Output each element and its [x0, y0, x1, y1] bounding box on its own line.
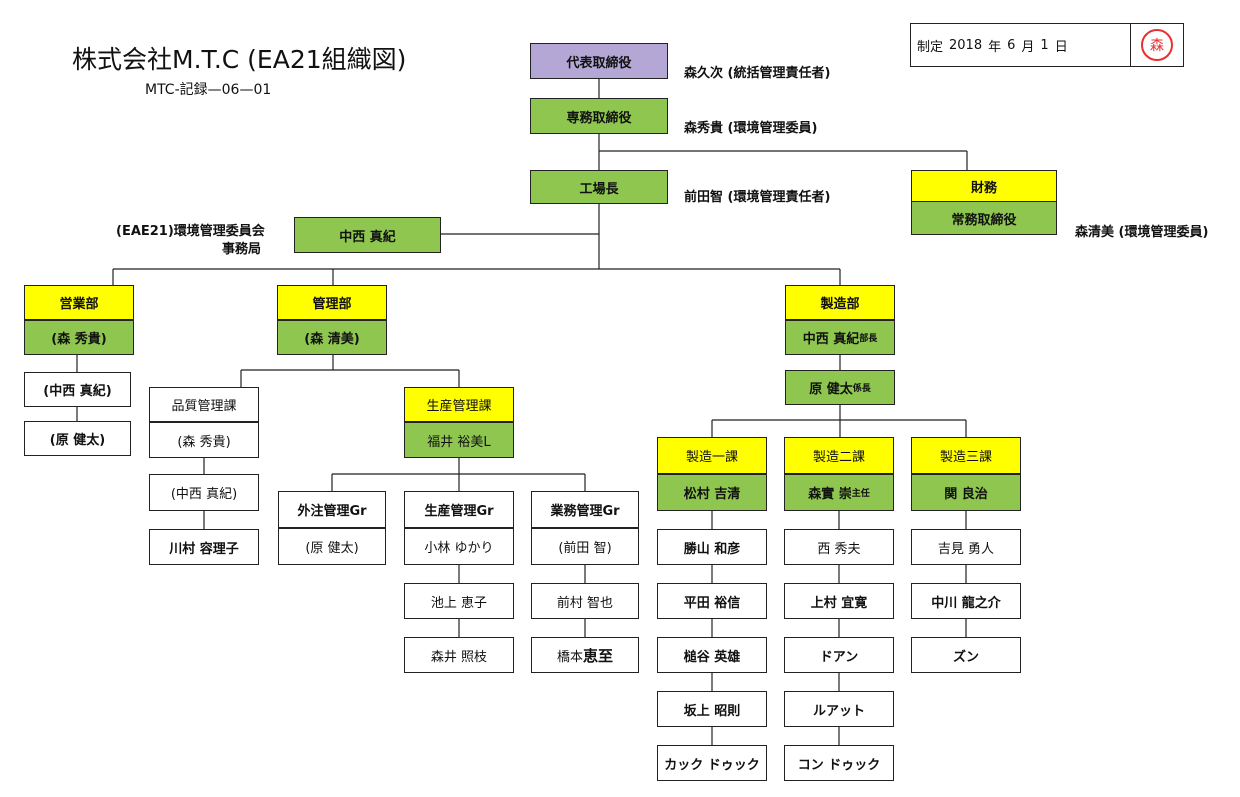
section2-box: 製造二課 — [784, 437, 894, 474]
enactment-month: 6 — [1007, 37, 1016, 53]
manufacturing-dept-box: 製造部 — [785, 285, 895, 320]
production-control-section-box: 生産管理課 — [404, 387, 514, 422]
enactment-stamp: 制定 2018 年 6 月 1 日 森 — [910, 23, 1184, 67]
section1-member-box: 勝山 和彦 — [657, 529, 767, 565]
quality-member-box: (森 秀貴) — [149, 422, 259, 458]
plant-manager-box: 工場長 — [530, 170, 668, 204]
section2-member-box: ルアット — [784, 691, 894, 727]
section2-member-box: 西 秀夫 — [784, 529, 894, 565]
production-group-member-box: 森井 照枝 — [404, 637, 514, 673]
member-given-name: 恵至 — [583, 646, 614, 665]
enactment-year: 2018 — [949, 37, 983, 53]
month-unit: 月 — [1021, 39, 1035, 55]
year-unit: 年 — [988, 39, 1002, 55]
secretariat-note-line1: (EAE21)環境管理委員会 — [116, 224, 265, 239]
secretariat-box: 中西 真紀 — [294, 217, 441, 253]
production-control-head-box: 福井 裕美L — [404, 422, 514, 458]
manufacturing-subhead-name: 原 健太 — [809, 382, 853, 397]
manufacturing-head-title: 部長 — [859, 334, 878, 344]
quality-member-box: (中西 真紀) — [149, 474, 259, 511]
operations-group-member-box: 前村 智也 — [531, 583, 639, 619]
section2-head-name: 森實 崇 — [808, 487, 852, 502]
quality-section-box: 品質管理課 — [149, 387, 259, 422]
enactment-label: 制定 — [917, 39, 944, 55]
sales-head-box: (森 秀貴) — [24, 320, 134, 355]
management-dept-box: 管理部 — [277, 285, 387, 320]
section2-head-box: 森實 崇主任 — [784, 474, 894, 511]
section3-member-box: ズン — [911, 637, 1021, 673]
operations-group-box: 業務管理Gr — [531, 491, 639, 528]
seal-cell: 森 — [1130, 24, 1183, 66]
outsourcing-group-box: 外注管理Gr — [278, 491, 386, 528]
section3-head-box: 関 良治 — [911, 474, 1021, 511]
section3-member-box: 中川 龍之介 — [911, 583, 1021, 619]
production-group-member-box: 小林 ゆかり — [404, 528, 514, 565]
section1-head-box: 松村 吉清 — [657, 474, 767, 511]
section2-member-box: ドアン — [784, 637, 894, 673]
quality-member-box: 川村 容理子 — [149, 529, 259, 565]
section3-member-box: 吉見 勇人 — [911, 529, 1021, 565]
managing-director-box: 専務取締役 — [530, 98, 668, 134]
president-note: 森久次 (統括管理責任者) — [684, 66, 831, 81]
sales-dept-box: 営業部 — [24, 285, 134, 320]
section1-member-box: 坂上 昭則 — [657, 691, 767, 727]
manufacturing-head-name: 中西 真紀 — [802, 332, 860, 347]
section1-member-box: 槌谷 英雄 — [657, 637, 767, 673]
operations-group-member-box: (前田 智) — [531, 528, 639, 565]
manufacturing-subhead-box: 原 健太係長 — [785, 370, 895, 405]
enactment-day: 1 — [1040, 37, 1049, 53]
section3-box: 製造三課 — [911, 437, 1021, 474]
sales-member-box: (中西 真紀) — [24, 372, 131, 407]
manufacturing-head-box: 中西 真紀部長 — [785, 320, 895, 355]
operations-group-member-box: 橋本 恵至 — [531, 637, 639, 673]
manufacturing-subhead-title: 係長 — [852, 384, 871, 394]
section2-head-title: 主任 — [851, 489, 870, 499]
secretariat-note-line2: 事務局 — [222, 242, 262, 257]
document-number: MTC-記録—06—01 — [145, 82, 272, 98]
section1-member-box: カック ドゥック — [657, 745, 767, 781]
finance-role-box: 常務取締役 — [911, 201, 1057, 235]
management-head-box: (森 清美) — [277, 320, 387, 355]
section2-member-box: 上村 宜寛 — [784, 583, 894, 619]
seal-icon: 森 — [1141, 29, 1173, 61]
finance-box: 財務 — [911, 170, 1057, 202]
page-title: 株式会社M.T.C (EA21組織図) — [72, 45, 407, 74]
section2-member-box: コン ドゥック — [784, 745, 894, 781]
finance-note: 森清美 (環境管理委員) — [1075, 225, 1209, 240]
section1-box: 製造一課 — [657, 437, 767, 474]
section1-member-box: 平田 裕信 — [657, 583, 767, 619]
outsourcing-member-box: (原 健太) — [278, 528, 386, 565]
plant-manager-note: 前田智 (環境管理責任者) — [684, 190, 831, 205]
member-surname: 橋本 — [556, 649, 583, 665]
managing-director-note: 森秀貴 (環境管理委員) — [684, 121, 818, 136]
production-group-member-box: 池上 恵子 — [404, 583, 514, 619]
day-unit: 日 — [1054, 39, 1068, 55]
president-box: 代表取締役 — [530, 43, 668, 79]
sales-member-box: (原 健太) — [24, 421, 131, 456]
production-group-box: 生産管理Gr — [404, 491, 514, 528]
